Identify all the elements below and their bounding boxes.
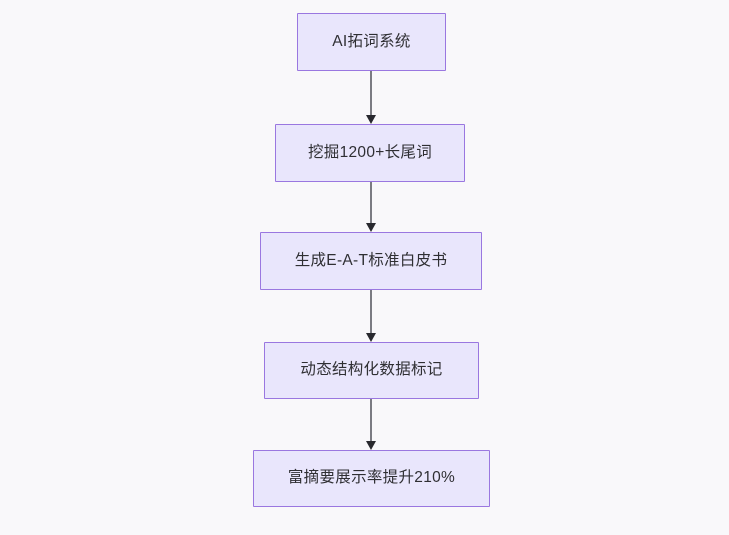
edge-n2-n3 — [370, 182, 372, 223]
edge-n3-n4 — [370, 290, 372, 333]
flow-node-label: 生成E-A-T标准白皮书 — [294, 251, 448, 269]
flow-node-label: 动态结构化数据标记 — [300, 361, 443, 379]
edge-n4-n5 — [370, 399, 372, 441]
arrowhead-n1-n2 — [365, 115, 376, 124]
flow-node-generate-eat-whitepaper[interactable]: 生成E-A-T标准白皮书 — [260, 232, 482, 290]
flow-node-label: 富摘要展示率提升210% — [287, 469, 456, 487]
flow-node-mine-longtail-keywords[interactable]: 挖掘1200+长尾词 — [275, 124, 465, 182]
edge-n1-n2 — [370, 71, 372, 115]
flow-node-rich-snippet-uplift[interactable]: 富摘要展示率提升210% — [253, 450, 490, 507]
flow-node-dynamic-structured-data-markup[interactable]: 动态结构化数据标记 — [264, 342, 479, 399]
flow-node-label: AI拓词系统 — [332, 32, 411, 50]
arrowhead-n3-n4 — [365, 333, 376, 342]
flow-node-label: 挖掘1200+长尾词 — [307, 143, 433, 161]
arrowhead-n4-n5 — [365, 441, 376, 450]
flow-node-ai-keyword-system[interactable]: AI拓词系统 — [297, 13, 446, 71]
arrowhead-n2-n3 — [365, 223, 376, 232]
